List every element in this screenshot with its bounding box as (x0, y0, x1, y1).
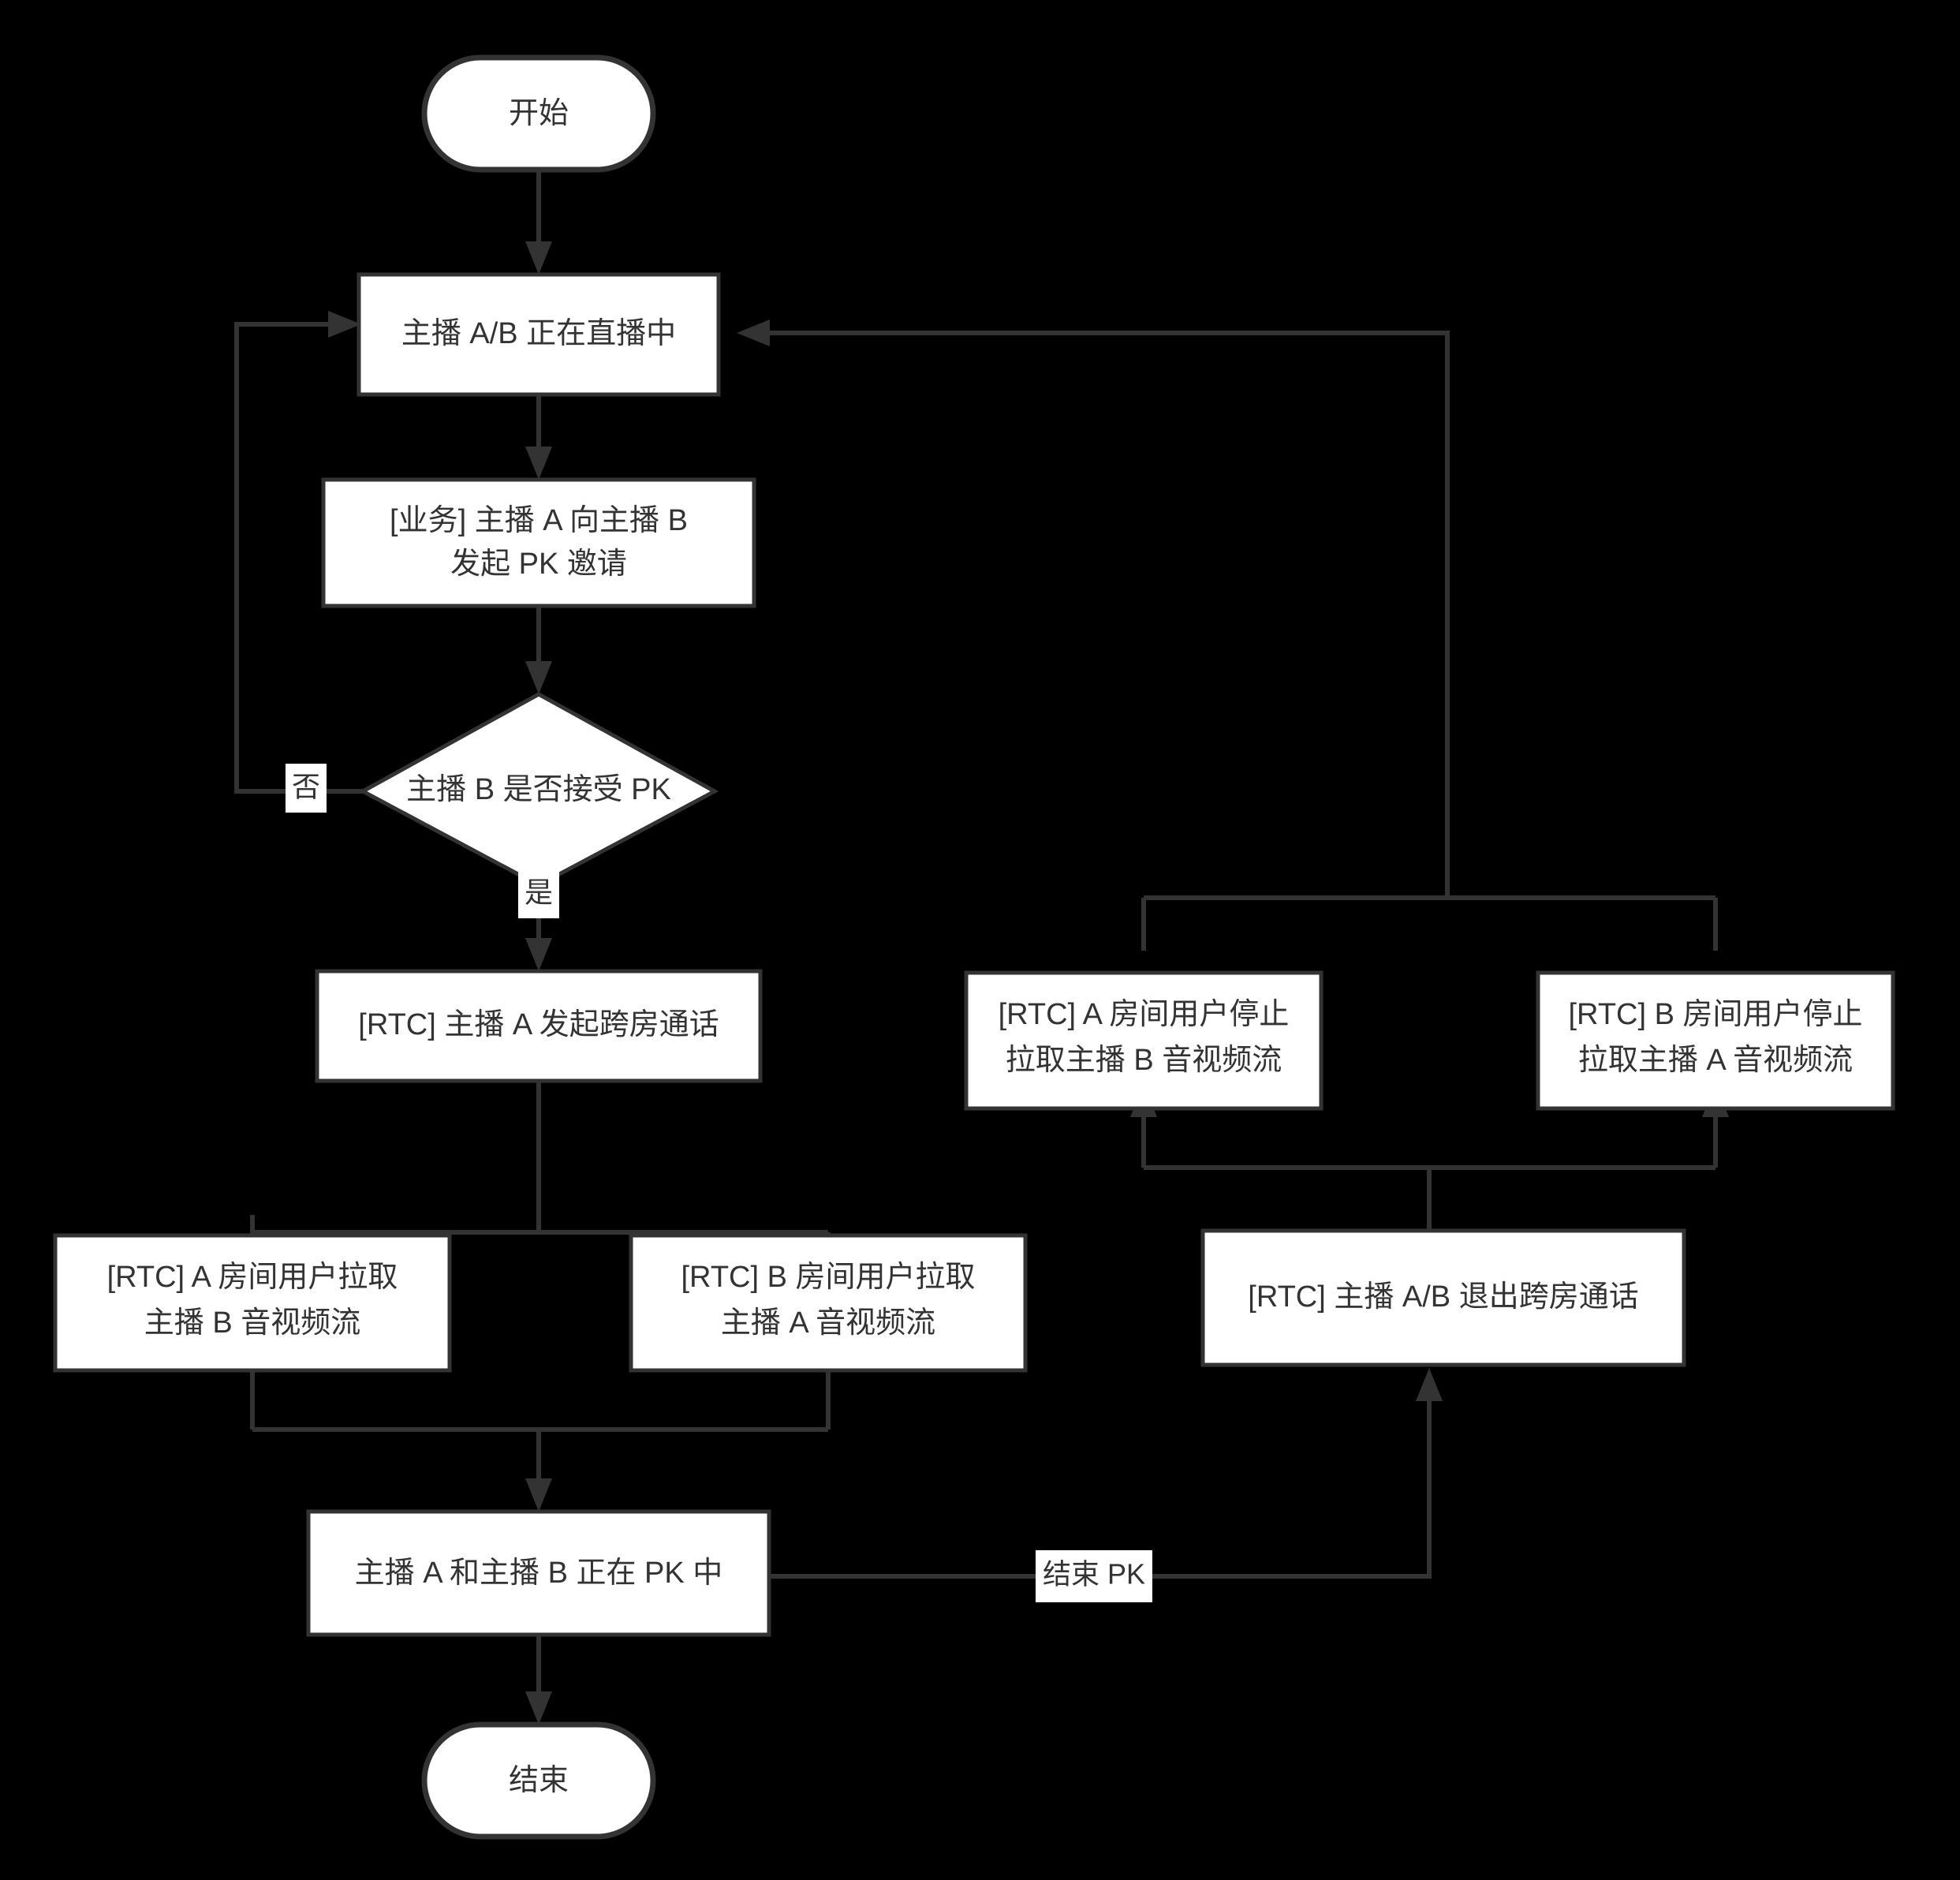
edge-label-no: 否 (286, 764, 327, 813)
edge-label-yes-text: 是 (525, 876, 553, 909)
node-start[interactable]: 开始 (421, 54, 656, 173)
node-living[interactable]: 主播 A/B 正在直播中 (357, 272, 721, 397)
edge-label-end-pk: 结束 PK (1036, 1550, 1152, 1602)
node-exit-call-shape[interactable] (1200, 1228, 1686, 1367)
node-end[interactable]: 结束 (421, 1721, 656, 1840)
edge-pking-to-exitcall (769, 1389, 1432, 1579)
edge-label-end-pk-text: 结束 PK (1043, 1558, 1145, 1590)
node-pull-a[interactable]: [RTC] A 房间用户拉取 主播 B 音视频流 (53, 1233, 452, 1373)
node-pull-a-label-line1: [RTC] A 房间用户拉取 (107, 1261, 398, 1294)
edge-label-yes: 是 (518, 869, 559, 918)
node-invite[interactable]: [业务] 主播 A 向主播 B 发起 PK 邀请 (321, 477, 756, 608)
node-end-shape[interactable] (421, 1721, 656, 1840)
edge-merge-to-living (757, 331, 1450, 898)
arrowhead-start-to-living (525, 241, 552, 275)
node-crossroom-shape[interactable] (315, 969, 763, 1083)
node-start-label: 开始 (509, 97, 569, 130)
node-crossroom[interactable]: [RTC] 主播 A 发起跨房通话 (315, 969, 763, 1083)
node-pull-b-label-line1: [RTC] B 房间用户拉取 (681, 1261, 976, 1294)
node-start-shape[interactable] (421, 54, 656, 173)
node-stop-a-shape[interactable] (964, 970, 1323, 1111)
edge-label-no-text: 否 (292, 771, 320, 803)
edge-label-yes-bg (518, 869, 559, 918)
node-stop-a-label-line1: [RTC] A 房间用户停止 (999, 998, 1290, 1031)
node-pull-a-label-line2: 主播 B 音视频流 (144, 1306, 360, 1340)
node-pull-b-shape[interactable] (629, 1233, 1028, 1373)
arrowhead-merge-to-pking (525, 1478, 552, 1512)
node-pull-b-label-line2: 主播 A 音视频流 (721, 1306, 935, 1340)
node-layer: 开始 主播 A/B 正在直播中 [业务] 主播 A 向主播 B 发起 PK 邀请… (53, 54, 1895, 1840)
node-stop-b-shape[interactable] (1536, 970, 1895, 1111)
node-stop-b-label-line1: [RTC] B 房间用户停止 (1569, 998, 1863, 1031)
node-pking-shape[interactable] (306, 1509, 771, 1637)
arrowhead-invite-to-decision (525, 661, 552, 694)
node-pking-label: 主播 A 和主播 B 正在 PK 中 (355, 1557, 723, 1590)
node-pull-b[interactable]: [RTC] B 房间用户拉取 主播 A 音视频流 (629, 1233, 1028, 1373)
node-invite-shape[interactable] (321, 477, 756, 608)
node-living-label: 主播 A/B 正在直播中 (401, 317, 676, 350)
node-invite-label-line1: [业务] 主播 A 向主播 B (390, 504, 688, 537)
arrowhead-merge-to-living (737, 320, 770, 346)
node-exit-call[interactable]: [RTC] 主播 A/B 退出跨房通话 (1200, 1228, 1686, 1367)
edge-label-layer: 否 是 结束 PK (286, 764, 1152, 1602)
arrowhead-decision-yes-to-crossroom (525, 938, 552, 971)
edge-label-end-pk-bg (1036, 1550, 1152, 1602)
node-stop-a-label-line2: 拉取主播 B 音视频流 (1006, 1044, 1282, 1077)
node-decision[interactable]: 主播 B 是否接受 PK (358, 692, 719, 888)
node-end-label: 结束 (509, 1764, 569, 1797)
node-stop-b[interactable]: [RTC] B 房间用户停止 拉取主播 A 音视频流 (1536, 970, 1895, 1111)
arrowhead-pking-to-exitcall (1416, 1368, 1443, 1401)
arrowhead-decision-no-to-living (328, 311, 361, 338)
node-exit-call-label: [RTC] 主播 A/B 退出跨房通话 (1248, 1280, 1638, 1314)
arrowhead-pking-to-end (525, 1691, 552, 1725)
edge-layer (234, 170, 1729, 1725)
node-invite-label-line2: 发起 PK 邀请 (450, 548, 627, 581)
node-living-shape[interactable] (357, 272, 721, 397)
node-crossroom-label: [RTC] 主播 A 发起跨房通话 (358, 1008, 719, 1041)
node-stop-b-label-line2: 拉取主播 A 音视频流 (1578, 1044, 1853, 1077)
node-pull-a-shape[interactable] (53, 1233, 452, 1373)
node-decision-label: 主播 B 是否接受 PK (406, 773, 671, 806)
node-pking[interactable]: 主播 A 和主播 B 正在 PK 中 (306, 1509, 771, 1637)
node-stop-a[interactable]: [RTC] A 房间用户停止 拉取主播 B 音视频流 (964, 970, 1323, 1111)
edge-label-no-bg (286, 764, 327, 813)
arrowhead-living-to-invite (525, 447, 552, 480)
